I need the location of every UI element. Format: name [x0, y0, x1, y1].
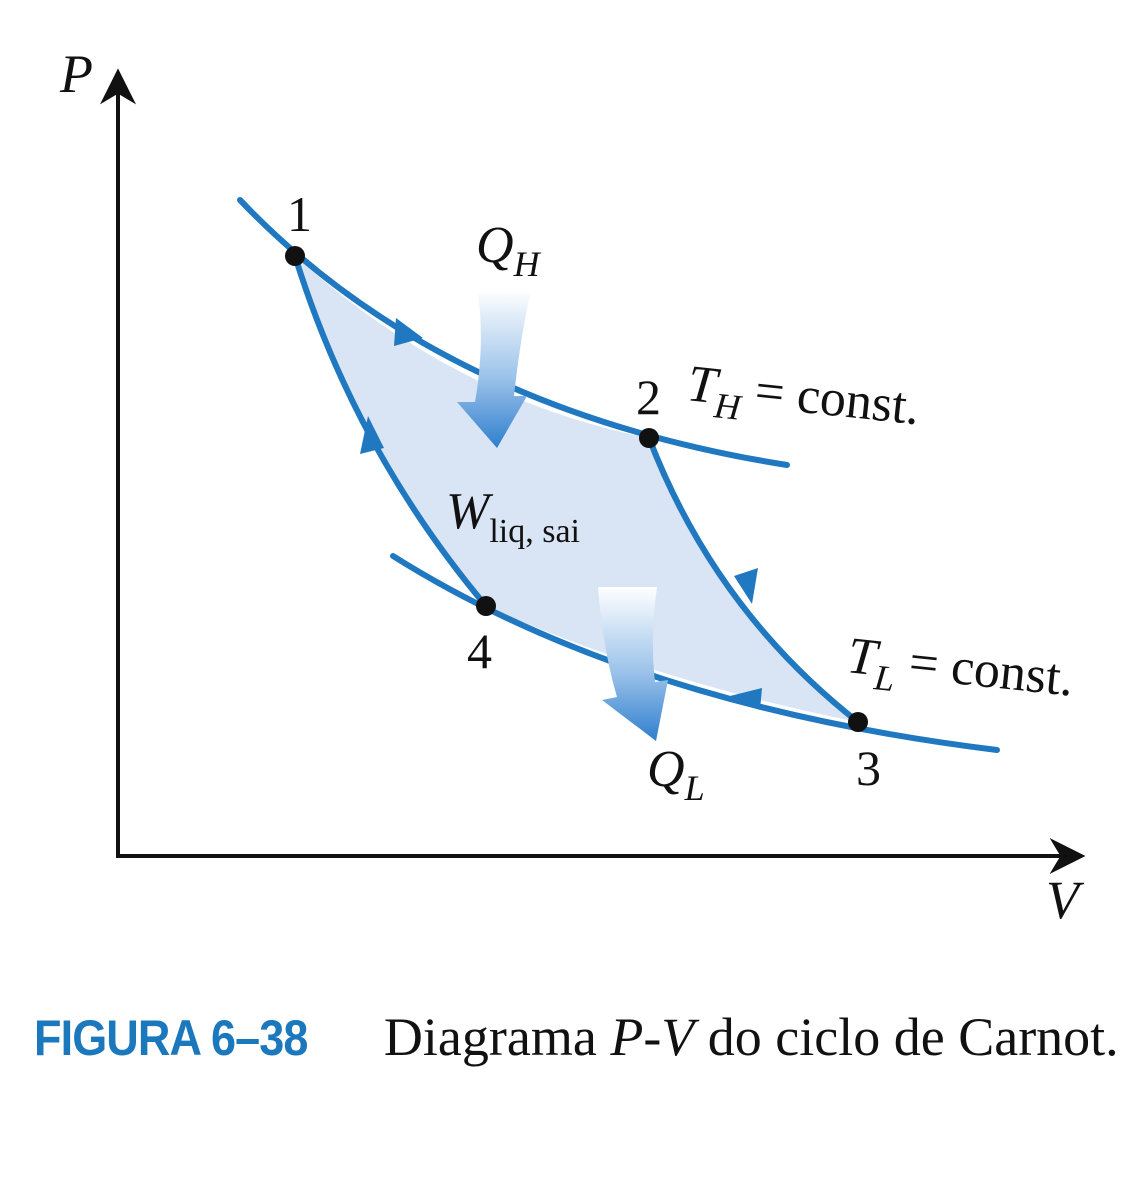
direction-arrow-1-2: [394, 318, 423, 346]
caption-text-before: Diagrama: [383, 1007, 611, 1067]
heat-out-arrow: [598, 587, 668, 741]
heat-out-label: QL: [647, 741, 705, 808]
direction-arrow-4-1: [360, 416, 384, 454]
figure-caption: FIGURA 6–38 Diagrama P-V do ciclo de Carn…: [34, 1000, 1124, 1075]
state-point-3: [848, 712, 868, 732]
v-axis-label: V: [1046, 870, 1085, 930]
net-work-label: Wliq, sai: [446, 483, 580, 550]
figure-number: FIGURA 6–38: [34, 1010, 308, 1066]
state-label-4: 4: [467, 623, 492, 679]
caption-dash: -: [643, 1007, 662, 1067]
caption-italic-v: V: [661, 1007, 695, 1067]
direction-arrow-2-3: [734, 568, 758, 604]
state-label-3: 3: [856, 740, 881, 796]
state-point-4: [476, 596, 496, 616]
isotherm-low-label: TL = const.: [844, 627, 1077, 717]
state-label-1: 1: [287, 186, 312, 242]
p-axis-label: P: [59, 44, 93, 104]
isotherm-low-curve: [390, 553, 1000, 753]
state-point-1: [285, 246, 305, 266]
state-label-2: 2: [636, 369, 661, 425]
carnot-pv-diagram: P V 1 2 3 4 QH QL Wliq, sai TH = const. …: [59, 44, 1086, 930]
adiabat-2-3: [646, 435, 861, 725]
cycle-area: [295, 256, 858, 722]
caption-italic-p: P: [610, 1007, 644, 1067]
heat-in-label: QH: [476, 217, 542, 284]
heat-in-arrow: [457, 289, 530, 448]
caption-text-after: do ciclo de Carnot.: [694, 1007, 1119, 1067]
state-point-2: [639, 428, 659, 448]
isotherm-high-label: TH = const.: [684, 355, 923, 446]
direction-arrow-3-4: [730, 688, 762, 710]
